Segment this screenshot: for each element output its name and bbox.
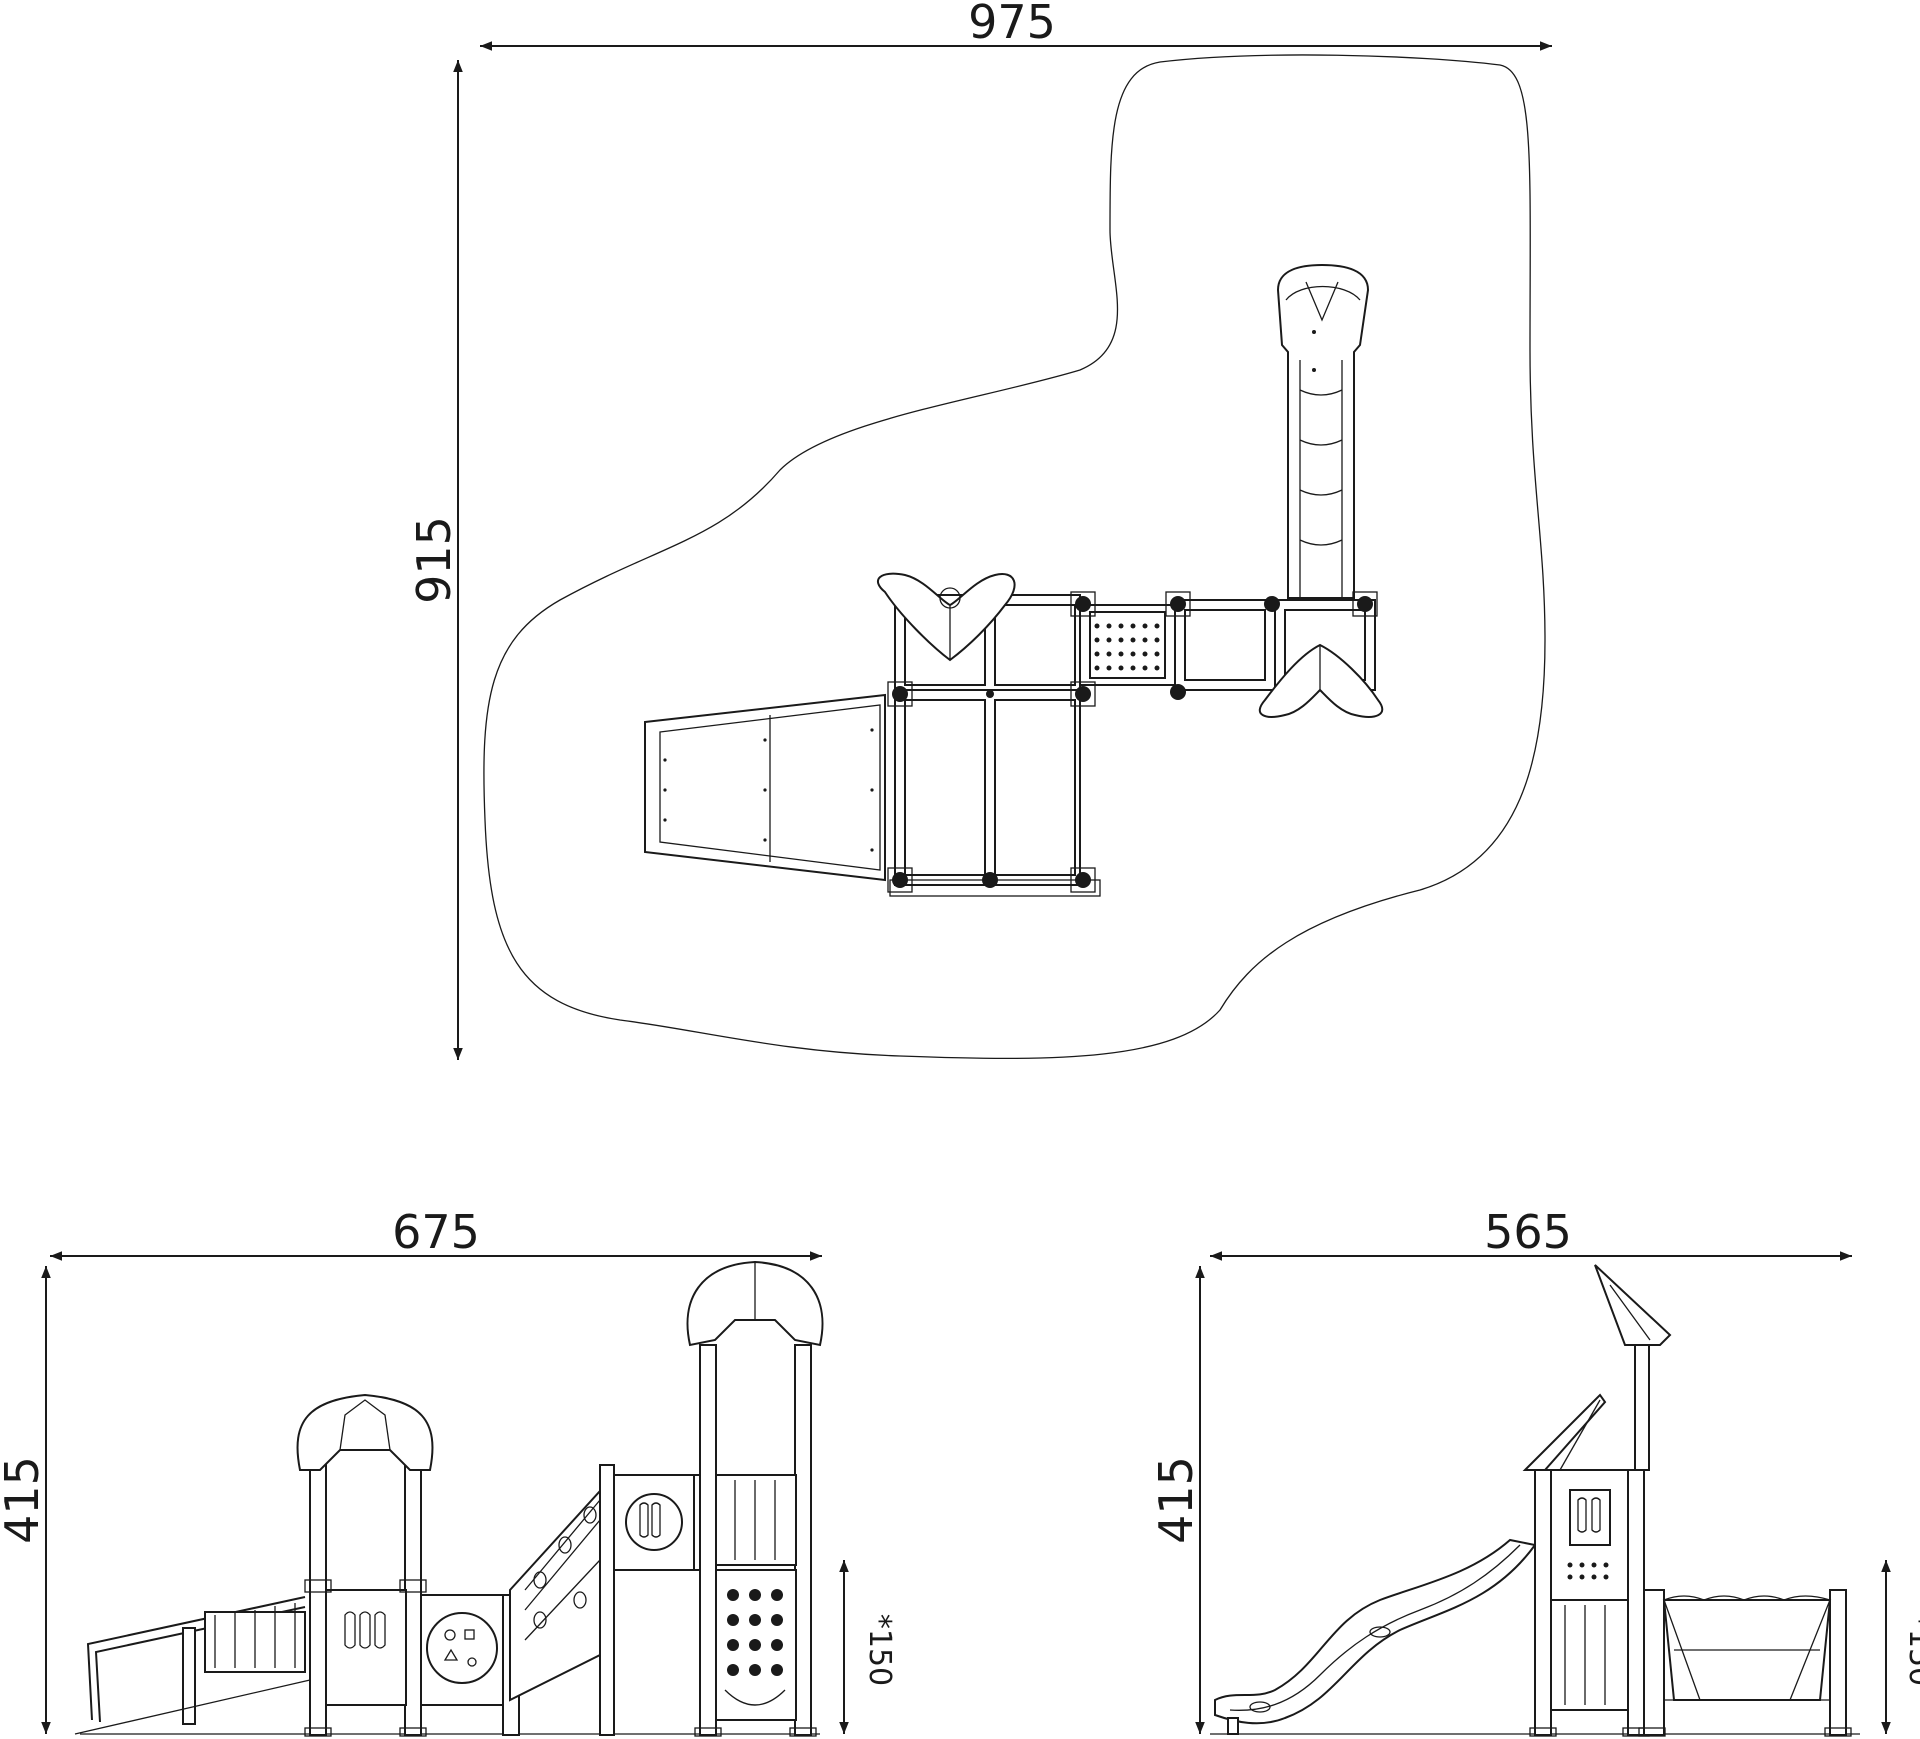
perforated-panel bbox=[1094, 623, 1160, 671]
side-height-dimension: 415 bbox=[1149, 1266, 1205, 1734]
side-wavy-slide bbox=[1214, 1538, 1537, 1735]
plan-posts bbox=[892, 596, 1373, 888]
plan-platforms bbox=[644, 591, 1378, 897]
front-left-tower bbox=[296, 1393, 434, 1737]
side-right-platform bbox=[1638, 1589, 1852, 1737]
front-height-label: 415 bbox=[0, 1456, 49, 1544]
front-right-tower bbox=[686, 1260, 824, 1737]
side-platform-dimension: *150 bbox=[1881, 1560, 1920, 1734]
front-height-dimension: 415 bbox=[0, 1266, 51, 1734]
plan-width-label: 975 bbox=[968, 0, 1056, 49]
side-platform-label: *150 bbox=[1902, 1614, 1920, 1686]
side-height-label: 415 bbox=[1149, 1456, 1203, 1544]
plan-depth-dimension: 915 bbox=[407, 60, 463, 1060]
front-platform-dimension: *150 bbox=[839, 1560, 897, 1734]
tube-slide bbox=[1276, 263, 1370, 599]
plan-roof-right bbox=[1258, 643, 1384, 718]
plan-roof-left bbox=[877, 572, 1016, 662]
front-view: 675 415 *150 bbox=[0, 1205, 897, 1737]
side-main-tower bbox=[1522, 1264, 1672, 1737]
plan-view: 975 915 bbox=[407, 0, 1552, 1060]
front-climbing-wall bbox=[509, 1464, 615, 1736]
side-width-label: 565 bbox=[1484, 1205, 1572, 1259]
safety-zone-outline bbox=[483, 54, 1546, 1060]
plan-depth-label: 915 bbox=[407, 516, 461, 604]
front-width-label: 675 bbox=[392, 1205, 480, 1259]
front-handrail bbox=[74, 1596, 311, 1735]
front-width-dimension: 675 bbox=[50, 1205, 822, 1261]
front-platform-label: *150 bbox=[862, 1614, 897, 1686]
side-view: 565 415 *150 bbox=[1149, 1205, 1920, 1737]
side-width-dimension: 565 bbox=[1210, 1205, 1852, 1261]
front-shapes-panel bbox=[420, 1594, 520, 1736]
plan-width-dimension: 975 bbox=[480, 0, 1552, 51]
